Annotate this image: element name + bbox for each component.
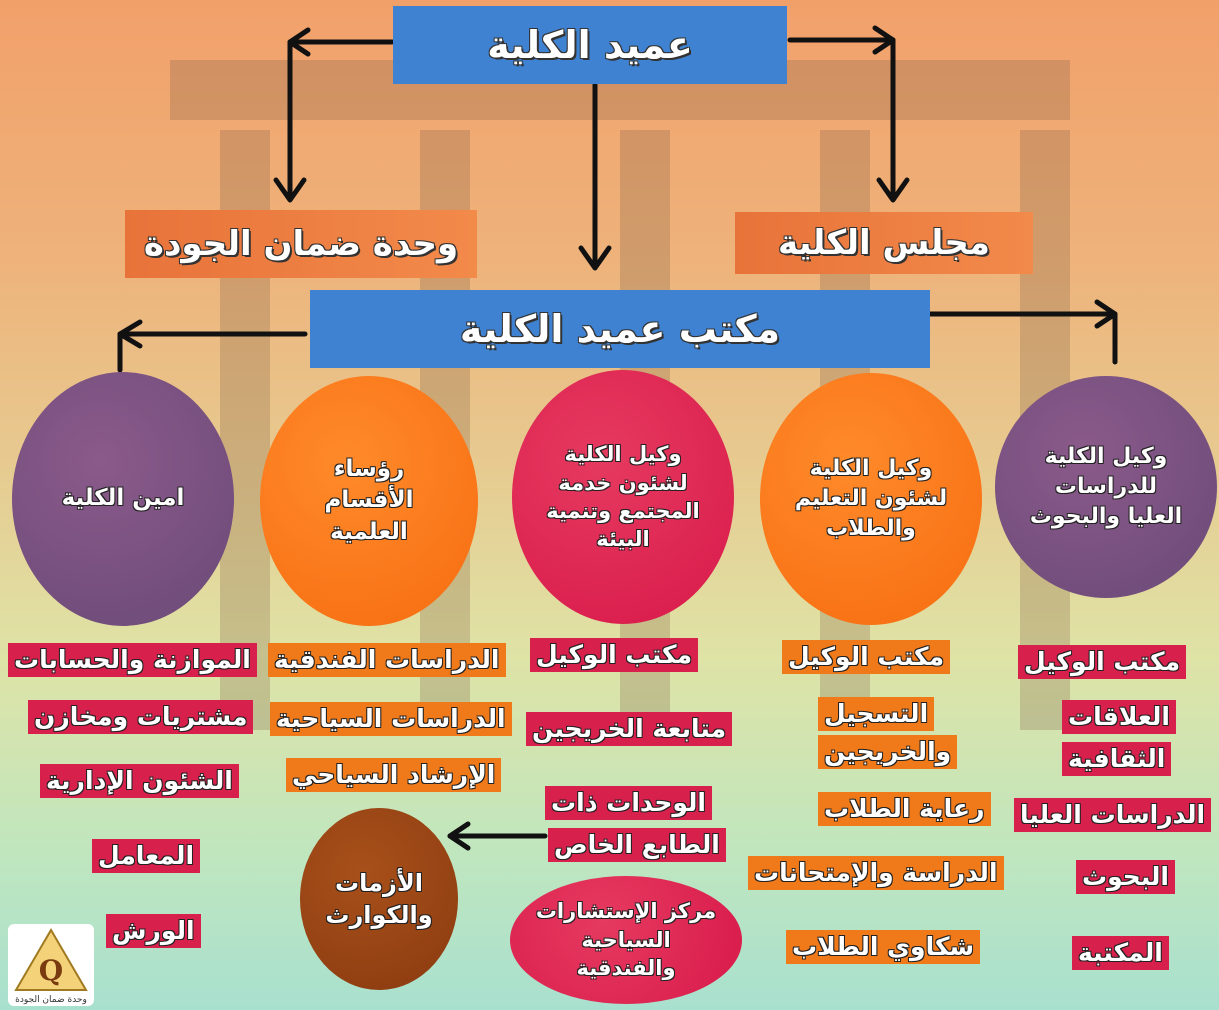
secretary-item: الموازنة والحسابات [8, 643, 257, 677]
community-item: متابعة الخريجين [526, 712, 733, 746]
department-item: الإرشاد السياحي [286, 758, 502, 792]
education-item: مكتب الوكيل [782, 640, 951, 674]
education-item: رعاية الطلاب [818, 792, 991, 826]
vice-education-circle: وكيل الكلية لشئون التعليم والطلاب [760, 373, 982, 625]
education-item: التسجيل [818, 697, 935, 731]
grad-item: الثقافية [1062, 742, 1172, 776]
department-item: الدراسات السياحية [270, 702, 512, 736]
secretary-item: مشتريات ومخازن [28, 700, 254, 734]
quality-unit-box: وحدة ضمان الجودة [125, 210, 477, 278]
education-item: الدراسة والإمتحانات [748, 856, 1004, 890]
dept-heads-label: رؤساء الأقسام العلمية [324, 456, 414, 545]
consulting-center-label: مركز الإستشارات السياحية والفندقية [535, 899, 717, 981]
department-item: الدراسات الفندقية [268, 643, 506, 677]
education-item: والخريجين [818, 735, 958, 769]
vice-education-label: وكيل الكلية لشئون التعليم والطلاب [794, 456, 948, 541]
dean-box: عميد الكلية [393, 6, 787, 84]
dean-label: عميد الكلية [487, 23, 693, 67]
education-item: شكاوي الطلاب [786, 930, 981, 964]
secretary-item: الورش [106, 914, 201, 948]
consulting-center-circle: مركز الإستشارات السياحية والفندقية [510, 876, 742, 1004]
dean-office-label: مكتب عميد الكلية [459, 307, 781, 351]
grad-item: البحوث [1076, 860, 1175, 894]
secretary-item: المعامل [92, 839, 201, 873]
council-label: مجلس الكلية [778, 223, 990, 263]
vice-community-label: وكيل الكلية لشئون خدمة المجتمع وتنمية ال… [546, 442, 700, 552]
community-item: مكتب الوكيل [530, 638, 699, 672]
pyramid-icon: Q وحدة ضمان الجودة [14, 928, 88, 1005]
secretary-item: الشئون الإدارية [40, 764, 239, 798]
quality-logo: Q وحدة ضمان الجودة [8, 924, 94, 1006]
dean-office-box: مكتب عميد الكلية [310, 290, 930, 368]
community-item: الوحدات ذات [545, 786, 713, 820]
community-item: الطابع الخاص [548, 828, 726, 862]
secretary-label: امين الكلية [61, 485, 185, 512]
secretary-circle: امين الكلية [12, 372, 234, 626]
vice-community-circle: وكيل الكلية لشئون خدمة المجتمع وتنمية ال… [512, 370, 734, 624]
dept-heads-circle: رؤساء الأقسام العلمية [260, 376, 478, 626]
grad-item: المكتبة [1072, 936, 1169, 970]
crises-label: الأزمات والكوارث [325, 868, 433, 929]
grad-item: الدراسات العليا [1014, 798, 1212, 832]
vice-grad-label: وكيل الكلية للدراسات العليا والبحوث [1029, 444, 1183, 529]
crises-circle: الأزمات والكوارث [300, 808, 458, 990]
vice-grad-circle: وكيل الكلية للدراسات العليا والبحوث [995, 376, 1217, 598]
grad-item: مكتب الوكيل [1018, 645, 1187, 679]
quality-unit-label: وحدة ضمان الجودة [143, 224, 459, 264]
logo-caption: وحدة ضمان الجودة [15, 995, 87, 1005]
council-box: مجلس الكلية [735, 212, 1033, 274]
logo-letter: Q [39, 954, 63, 987]
grad-item: العلاقات [1062, 700, 1176, 734]
